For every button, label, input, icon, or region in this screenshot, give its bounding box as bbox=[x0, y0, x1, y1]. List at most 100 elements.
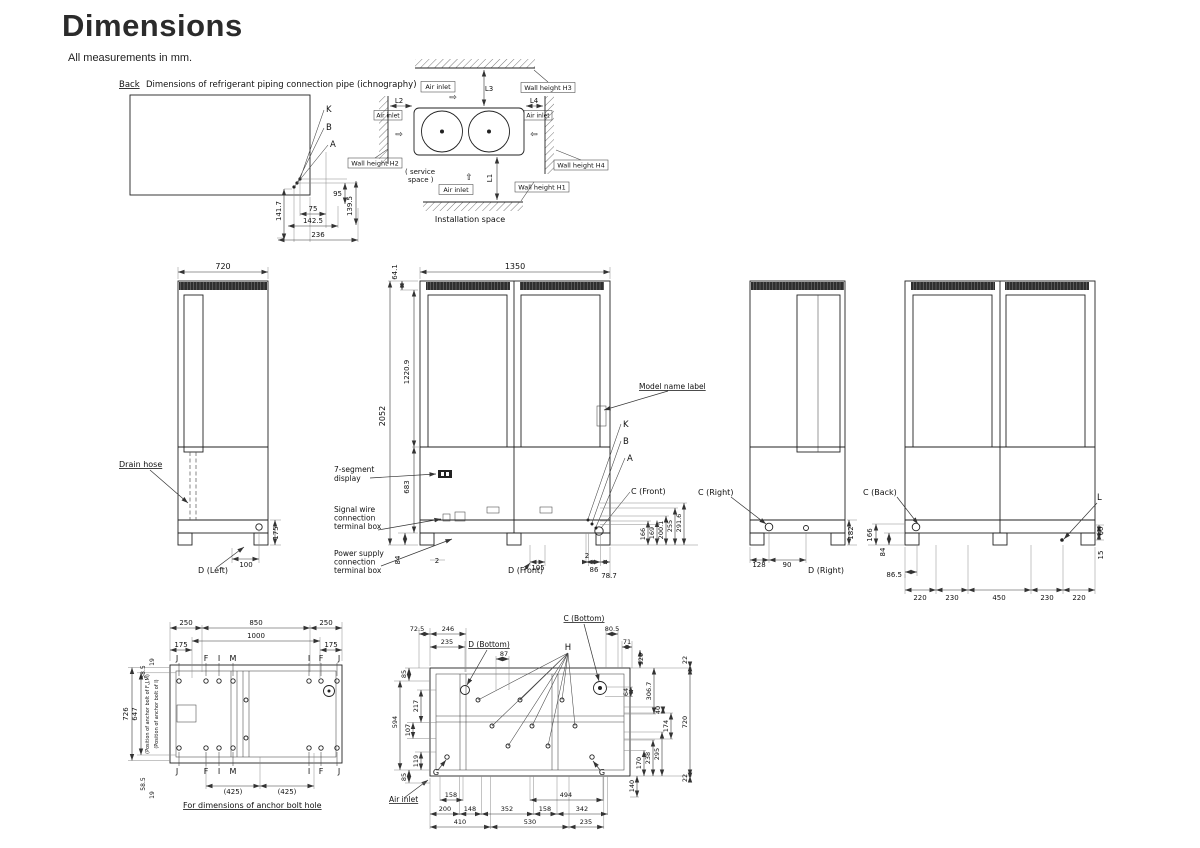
d-bottom-label: D (Bottom) bbox=[468, 640, 510, 649]
air-inlet-right: Air inlet bbox=[526, 113, 550, 120]
anchor-m: M bbox=[230, 654, 237, 663]
anchor-250: 250 bbox=[179, 619, 192, 627]
d-bottom-point bbox=[460, 685, 470, 695]
anchor-j: J bbox=[175, 767, 178, 776]
page-title: Dimensions bbox=[62, 8, 243, 43]
back-grille-left bbox=[912, 294, 993, 448]
front-grille-right bbox=[520, 294, 601, 448]
piping-95: 95 bbox=[333, 190, 342, 198]
fan-circle-right bbox=[468, 110, 510, 153]
installation-space-view bbox=[347, 59, 609, 211]
drain-hose-label: Drain hose bbox=[119, 460, 162, 469]
anchor-bolt-plan bbox=[128, 622, 343, 789]
air-arrow-top: ⇨ bbox=[449, 93, 457, 103]
front-2: 2 bbox=[585, 552, 589, 560]
left-100: 100 bbox=[239, 561, 252, 569]
c-front-point bbox=[594, 526, 604, 536]
anchor-175: 175 bbox=[174, 641, 187, 649]
signal-wire-label: Signal wire bbox=[334, 505, 376, 514]
bottom-85: 85 bbox=[400, 670, 408, 678]
air-inlet-top: Air inlet bbox=[425, 83, 451, 91]
bottom-352: 352 bbox=[501, 805, 513, 813]
piping-139.5: 139.5 bbox=[346, 196, 354, 216]
back-230: 230 bbox=[1040, 594, 1053, 602]
wall-height-h4: Wall height H4 bbox=[557, 162, 604, 170]
piping-236: 236 bbox=[311, 231, 325, 239]
power-supply-label: Power supply bbox=[334, 549, 384, 558]
wall-height-h1: Wall height H1 bbox=[518, 184, 565, 192]
anchor-caption: For dimensions of anchor bolt hole bbox=[183, 801, 322, 810]
anchor-j: J bbox=[175, 654, 178, 663]
bottom-119: 119 bbox=[412, 755, 420, 767]
front-64.1: 64.1 bbox=[391, 264, 399, 280]
bottom-200: 200 bbox=[439, 805, 451, 813]
piping-caption: Dimensions of refrigerant piping connect… bbox=[146, 80, 417, 90]
anchor-i: I bbox=[218, 654, 220, 663]
anchor-1000: 1000 bbox=[247, 632, 265, 640]
air-arrow-right: ⇦ bbox=[530, 130, 538, 140]
anchor--425-: (425) bbox=[224, 788, 243, 796]
anchor-f: F bbox=[319, 654, 324, 663]
front-display: display bbox=[334, 474, 361, 483]
anchor-m: M bbox=[230, 767, 237, 776]
l-label: L bbox=[1097, 493, 1102, 503]
anchor-j: J bbox=[337, 767, 340, 776]
bottom-235: 235 bbox=[441, 638, 453, 646]
anchor-58.5: 58.5 bbox=[140, 777, 147, 791]
front-2052: 2052 bbox=[378, 406, 387, 426]
front-connection: connection bbox=[334, 558, 376, 567]
install--service: ( service bbox=[405, 168, 435, 176]
piping-k: K bbox=[326, 105, 332, 115]
unit-top-view-outline bbox=[413, 107, 525, 156]
bottom-22: 22 bbox=[681, 774, 689, 782]
anchor-j: J bbox=[337, 654, 340, 663]
front-105: 105 bbox=[531, 564, 544, 572]
anchor-f: F bbox=[204, 654, 209, 663]
back-84: 84 bbox=[879, 547, 887, 556]
front-connection: connection bbox=[334, 514, 376, 523]
anchor--position-of-anchor-bolt-of-f-j-m-: (Position of anchor bolt of F,J,M) bbox=[145, 674, 151, 754]
bottom-238: 238 bbox=[644, 752, 652, 764]
install-l2: L2 bbox=[395, 97, 403, 105]
front-683: 683 bbox=[403, 480, 411, 493]
left-side-view bbox=[149, 267, 281, 569]
back-220: 220 bbox=[1072, 594, 1085, 602]
installation-caption: Installation space bbox=[435, 215, 505, 224]
bottom-217: 217 bbox=[412, 700, 420, 712]
bottom-64: 64 bbox=[622, 688, 630, 696]
back-15: 15 bbox=[1097, 551, 1105, 560]
page-subtitle: All measurements in mm. bbox=[68, 52, 193, 64]
bottom-410: 410 bbox=[454, 818, 466, 826]
right-90: 90 bbox=[783, 561, 792, 569]
back-view bbox=[868, 280, 1104, 594]
bottom-85: 85 bbox=[400, 773, 408, 781]
back-220: 220 bbox=[913, 594, 926, 602]
front-b: B bbox=[623, 437, 629, 447]
anchor-19: 19 bbox=[149, 658, 156, 666]
back-450: 450 bbox=[992, 594, 1005, 602]
fan-circle-left bbox=[421, 110, 463, 153]
bottom-120: 120 bbox=[637, 653, 645, 665]
h-label: H bbox=[565, 643, 571, 653]
bottom-235: 235 bbox=[580, 818, 592, 826]
front-200.1: 200.1 bbox=[657, 521, 665, 540]
bottom-594: 594 bbox=[391, 716, 399, 728]
piping-142.5: 142.5 bbox=[303, 217, 323, 225]
air-inlet-left: Air inlet bbox=[376, 113, 400, 120]
bottom-494: 494 bbox=[560, 791, 572, 799]
d-right-label: D (Right) bbox=[808, 566, 844, 575]
d-left-label: D (Left) bbox=[198, 566, 228, 575]
install-l3: L3 bbox=[485, 85, 493, 93]
front-grille-left bbox=[427, 294, 508, 448]
d-front-label: D (Front) bbox=[508, 566, 543, 575]
front-1220.9: 1220.9 bbox=[403, 360, 411, 385]
piping-a: A bbox=[330, 140, 336, 150]
seven-segment-label: 7-segment bbox=[334, 465, 374, 474]
install-l4: L4 bbox=[530, 97, 539, 105]
back-piping-view bbox=[129, 94, 359, 243]
install-l1: L1 bbox=[486, 174, 494, 182]
seven-segment-display bbox=[438, 470, 452, 478]
front-84: 84 bbox=[394, 555, 402, 564]
anchor-i: I bbox=[308, 767, 310, 776]
